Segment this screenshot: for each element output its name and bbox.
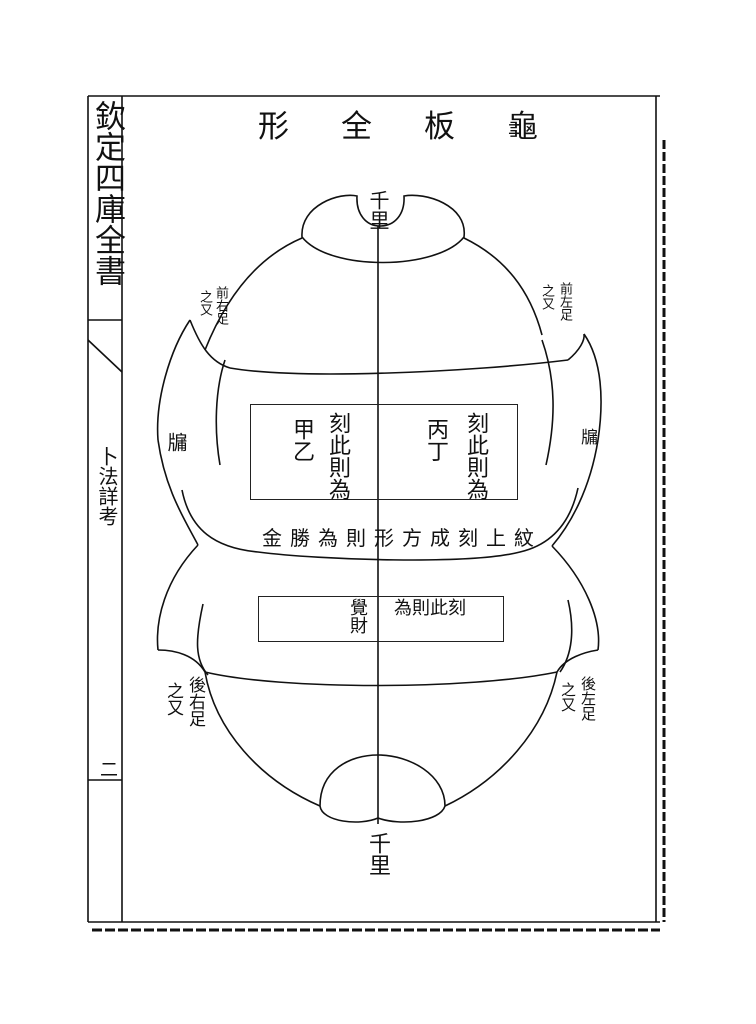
inner-right-lower <box>559 599 573 673</box>
inner-right-upper <box>541 339 554 466</box>
margin-fishtail-mark <box>87 339 123 373</box>
right-bridge-lower <box>551 545 600 651</box>
rear-right-foot-label: 後右足 <box>185 676 205 727</box>
section-title: 卜法詳考 <box>95 446 119 526</box>
upper-right-inscription: 刻此則為 <box>463 412 488 500</box>
page-number: 二 <box>97 760 118 778</box>
front-left-foot-outer <box>583 333 602 441</box>
rear-left-foot-curve <box>556 649 599 673</box>
rear-right-foot-note: 之又 <box>163 682 183 716</box>
upper-right-stems: 丙丁 <box>423 418 448 462</box>
diagram-title: 龜板全形 <box>258 109 590 145</box>
top-distance-label: 千里 <box>366 190 390 230</box>
rear-left-foot-note: 之又 <box>559 682 577 712</box>
upper-cross-seam <box>229 359 569 375</box>
left-bridge-upper <box>157 439 199 546</box>
front-right-foot-outer <box>156 319 191 441</box>
shell-upper-right <box>463 237 543 336</box>
lower-inscription-text: 刻此則為 <box>394 598 466 619</box>
front-right-foot-curve <box>189 319 231 369</box>
shell-lower-left <box>204 671 321 807</box>
inner-left-upper <box>215 359 226 466</box>
middle-seam-curve <box>181 487 579 561</box>
shell-lower-right <box>444 671 558 807</box>
upper-inscription-box <box>250 404 518 500</box>
front-right-foot-note: 之又 <box>197 290 212 316</box>
middle-caption: 紋上刻成方形則為勝金 <box>262 526 542 550</box>
upper-left-stems: 甲乙 <box>289 418 314 462</box>
left-bridge-label: 牖 <box>164 432 188 452</box>
tail-lobe <box>319 754 446 823</box>
book-title: 欽定四庫全書 <box>89 100 125 286</box>
right-bridge-label: 牖 <box>577 428 597 445</box>
head-lobe <box>301 194 465 264</box>
lower-inscription-stems: 覺財 <box>347 598 368 634</box>
rear-right-foot-curve <box>157 649 206 673</box>
right-bridge-upper <box>551 439 599 547</box>
shell-upper-left <box>204 237 303 351</box>
lower-inscription-box <box>258 596 504 642</box>
lower-cross-seam <box>204 671 558 687</box>
front-left-foot-curve <box>567 333 585 361</box>
front-left-foot-label: 前左足 <box>557 282 572 321</box>
front-left-foot-note: 之又 <box>539 284 554 310</box>
front-right-foot-label: 前右足 <box>213 286 228 325</box>
rear-left-foot-label: 後左足 <box>579 676 597 721</box>
left-bridge-lower <box>156 544 199 651</box>
bottom-distance-label: 千里 <box>365 832 390 876</box>
upper-left-inscription: 刻此則為 <box>325 412 350 500</box>
